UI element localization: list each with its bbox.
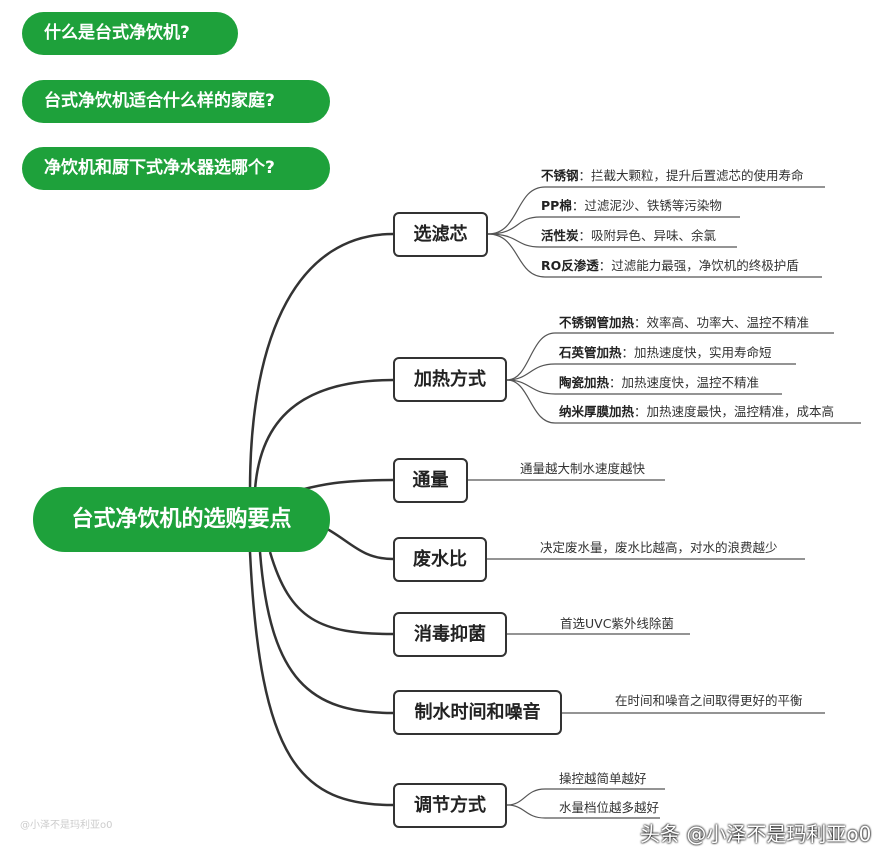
leaf-key: 石英管加热 <box>559 345 622 360</box>
branch-control: 调节方式 <box>393 783 507 828</box>
leaf-text: ：加热速度快，实用寿命短 <box>621 345 772 360</box>
leaf-item: 纳米厚膜加热：加热速度最快，温控精准，成本高 <box>559 404 834 419</box>
leaf-item: 在时间和噪音之间取得更好的平衡 <box>615 693 803 708</box>
branch-waste-ratio: 废水比 <box>393 537 487 582</box>
leaf-text: ：效率高、功率大、温控不精准 <box>634 315 810 330</box>
leaf-key: 活性炭 <box>541 228 579 243</box>
leaf-key: PP棉 <box>541 198 572 213</box>
leaf-item: 水量档位越多越好 <box>559 800 660 815</box>
leaf-key: 纳米厚膜加热 <box>559 404 635 419</box>
leaf-item: 不锈钢管加热：效率高、功率大、温控不精准 <box>559 315 809 330</box>
question-button-2[interactable]: 台式净饮机适合什么样的家庭? <box>22 80 330 123</box>
leaf-item: RO反渗透：过滤能力最强，净饮机的终极护盾 <box>541 258 799 273</box>
leaf-key: 不锈钢 <box>541 168 579 183</box>
leaf-item: 不锈钢：拦截大颗粒，提升后置滤芯的使用寿命 <box>541 168 804 183</box>
leaf-text: ：加热速度最快，温控精准，成本高 <box>634 404 835 419</box>
leaf-item: 首选UVC紫外线除菌 <box>560 616 674 631</box>
leaf-item: 石英管加热：加热速度快，实用寿命短 <box>559 345 772 360</box>
leaf-item: 陶瓷加热：加热速度快，温控不精准 <box>559 375 759 390</box>
leaf-item: 操控越简单越好 <box>559 771 647 786</box>
leaf-item: PP棉：过滤泥沙、铁锈等污染物 <box>541 198 722 213</box>
leaf-key: RO反渗透 <box>541 258 599 273</box>
branch-sterilization: 消毒抑菌 <box>393 612 507 657</box>
watermark: 头条 @小泽不是玛利亚o0 <box>640 822 872 846</box>
central-topic: 台式净饮机的选购要点 <box>33 487 330 552</box>
leaf-text: ：过滤能力最强，净饮机的终极护盾 <box>598 258 799 273</box>
leaf-item: 活性炭：吸附异色、异味、余氯 <box>541 228 716 243</box>
leaf-text: ：加热速度快，温控不精准 <box>609 375 760 390</box>
branch-flux: 通量 <box>393 458 468 503</box>
branch-heating: 加热方式 <box>393 357 507 402</box>
branch-filter: 选滤芯 <box>393 212 488 257</box>
branch-time-noise: 制水时间和噪音 <box>393 690 562 735</box>
watermark-small: @小泽不是玛利亚o0 <box>20 820 113 831</box>
leaf-item: 决定废水量，废水比越高，对水的浪费越少 <box>540 540 778 555</box>
leaf-key: 陶瓷加热 <box>559 375 610 390</box>
question-button-3[interactable]: 净饮机和厨下式净水器选哪个? <box>22 147 330 190</box>
leaf-text: ：吸附异色、异味、余氯 <box>578 228 717 243</box>
leaf-key: 不锈钢管加热 <box>559 315 635 330</box>
leaf-text: ：拦截大颗粒，提升后置滤芯的使用寿命 <box>578 168 804 183</box>
leaf-item: 通量越大制水速度越快 <box>520 461 646 476</box>
question-button-1[interactable]: 什么是台式净饮机? <box>22 12 238 55</box>
leaf-text: ：过滤泥沙、铁锈等污染物 <box>571 198 722 213</box>
